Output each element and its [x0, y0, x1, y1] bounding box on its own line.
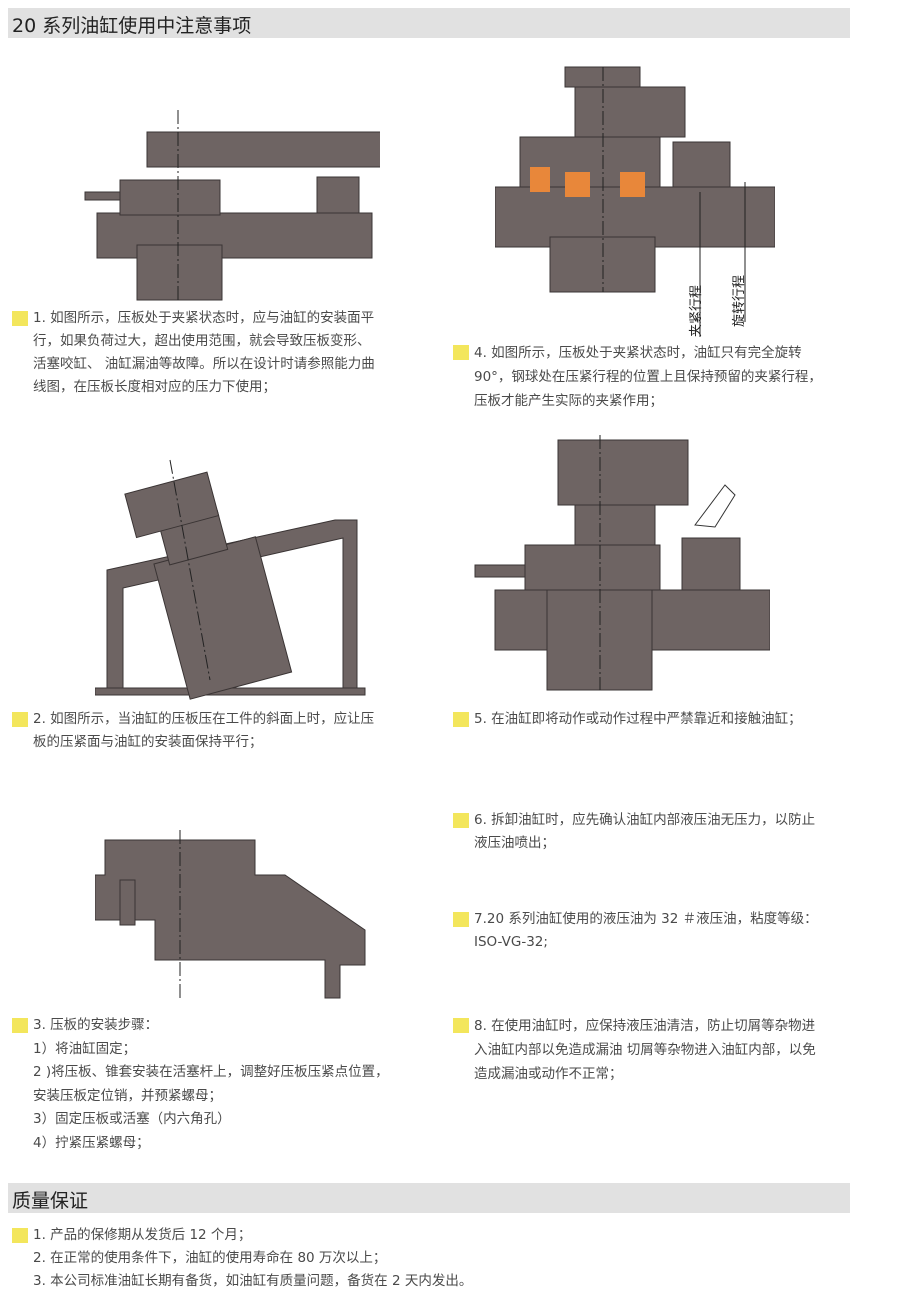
figure-3-install-steps	[95, 830, 366, 1000]
bullet-square-icon	[453, 1018, 469, 1033]
figure-1-clamp-parallel	[84, 110, 380, 301]
note-item-8: 8. 在使用油缸时，应保持液压油清洁，防止切屑等杂物进入油缸内部以免造成漏油 切…	[453, 1014, 816, 1086]
text-line: 1）将油缸固定；	[33, 1040, 137, 1057]
note-item-3: 3. 压板的安装步骤： 1）将油缸固定； 2 )将压板、锥套安装在活塞杆上，调整好压…	[12, 1014, 389, 1156]
text-line: 1. 产品的保修期从发货后 12 个月；	[33, 1227, 252, 1243]
note-item-1: 1. 如图所示，压板处于夹紧状态时，应与油缸的安装面平行，如果负荷过大，超出使用…	[12, 307, 375, 399]
text-line: 压板才能产生实际的夹紧作用；	[474, 393, 663, 409]
text-line: 4）拧紧压紧螺母；	[33, 1134, 150, 1151]
text-line: 2 )将压板、锥套安装在活塞杆上，调整好压板压紧点位置，	[33, 1064, 389, 1081]
text-line: 3. 本公司标准油缸长期有备货，如油缸有质量问题，备货在 2 天内发出。	[33, 1273, 473, 1289]
text-line: 8. 在使用油缸时，应保持液压油清洁，防止切屑等杂物进	[474, 1018, 816, 1034]
text-line: 造成漏油或动作不正常；	[474, 1066, 623, 1082]
text-line: 线图，在压板长度相对应的压力下使用；	[33, 379, 276, 395]
text-line: 7.20 系列油缸使用的液压油为 32 ＃液压油，粘度等级：	[474, 911, 818, 927]
section-title: 20 系列油缸使用中注意事项	[12, 15, 252, 37]
bullet-square-icon	[12, 712, 28, 727]
bullet-square-icon	[453, 813, 469, 828]
bullet-square-icon	[453, 712, 469, 727]
bullet-square-icon	[12, 1228, 28, 1243]
note-item-7: 7.20 系列油缸使用的液压油为 32 ＃液压油，粘度等级： ISO-VG-32;	[453, 908, 818, 954]
text-line: 行，如果负荷过大，超出使用范围，就会导致压板变形、	[33, 333, 371, 349]
section-title: 质量保证	[12, 1190, 89, 1212]
text-line: 6. 拆卸油缸时，应先确认油缸内部液压油无压力，以防止	[474, 812, 816, 828]
text-line: 活塞咬缸、 油缸漏油等故障。所以在设计时请参照能力曲	[33, 356, 375, 372]
text-line: 2. 在正常的使用条件下，油缸的使用寿命在 80 万次以上；	[33, 1250, 387, 1266]
text-line: 3. 压板的安装步骤：	[33, 1017, 159, 1033]
text-line: 2. 如图所示，当油缸的压板压在工件的斜面上时，应让压	[33, 711, 375, 727]
section-header: 质量保证	[8, 1183, 850, 1213]
figure-4-cylinder-section: 夹紧行程 旋转行程	[495, 66, 775, 337]
quality-list: 1. 产品的保修期从发货后 12 个月； 2. 在正常的使用条件下，油缸的使用寿命…	[12, 1224, 473, 1293]
clamp-stroke-label: 夹紧行程	[689, 285, 704, 337]
hand-icon	[694, 484, 736, 528]
text-line: 板的压紧面与油缸的安装面保持平行；	[33, 734, 263, 750]
note-item-6: 6. 拆卸油缸时，应先确认油缸内部液压油无压力，以防止液压油喷出；	[453, 809, 816, 855]
text-line: 液压油喷出；	[474, 835, 555, 851]
text-line: ISO-VG-32;	[474, 934, 548, 950]
rotate-stroke-label: 旋转行程	[732, 275, 747, 327]
bullet-square-icon	[12, 1018, 28, 1033]
figure-5-do-not-touch	[474, 435, 770, 691]
text-line: 入油缸内部以免造成漏油 切屑等杂物进入油缸内部，以免	[474, 1042, 816, 1058]
note-item-5: 5. 在油缸即将动作或动作过程中严禁靠近和接触油缸；	[453, 708, 802, 731]
bullet-square-icon	[453, 345, 469, 360]
note-item-4: 4. 如图所示，压板处于夹紧状态时，油缸只有完全旋转 90°，钢球处在压紧行程的位…	[453, 341, 822, 413]
text-line: 4. 如图所示，压板处于夹紧状态时，油缸只有完全旋转	[474, 345, 802, 361]
section-header: 20 系列油缸使用中注意事项	[8, 8, 850, 38]
text-line: 3）固定压板或活塞（内六角孔）	[33, 1111, 231, 1128]
text-line: 5. 在油缸即将动作或动作过程中严禁靠近和接触油缸；	[474, 711, 802, 727]
text-line: 90°，钢球处在压紧行程的位置上且保持预留的夹紧行程，	[474, 369, 822, 385]
note-item-2: 2. 如图所示，当油缸的压板压在工件的斜面上时，应让压板的压紧面与油缸的安装面保…	[12, 708, 375, 754]
bullet-square-icon	[12, 311, 28, 326]
figure-2-inclined-workpiece	[95, 459, 366, 700]
bullet-square-icon	[453, 912, 469, 927]
text-line: 安装压板定位销，并预紧螺母；	[33, 1087, 222, 1104]
text-line: 1. 如图所示，压板处于夹紧状态时，应与油缸的安装面平	[33, 310, 375, 326]
